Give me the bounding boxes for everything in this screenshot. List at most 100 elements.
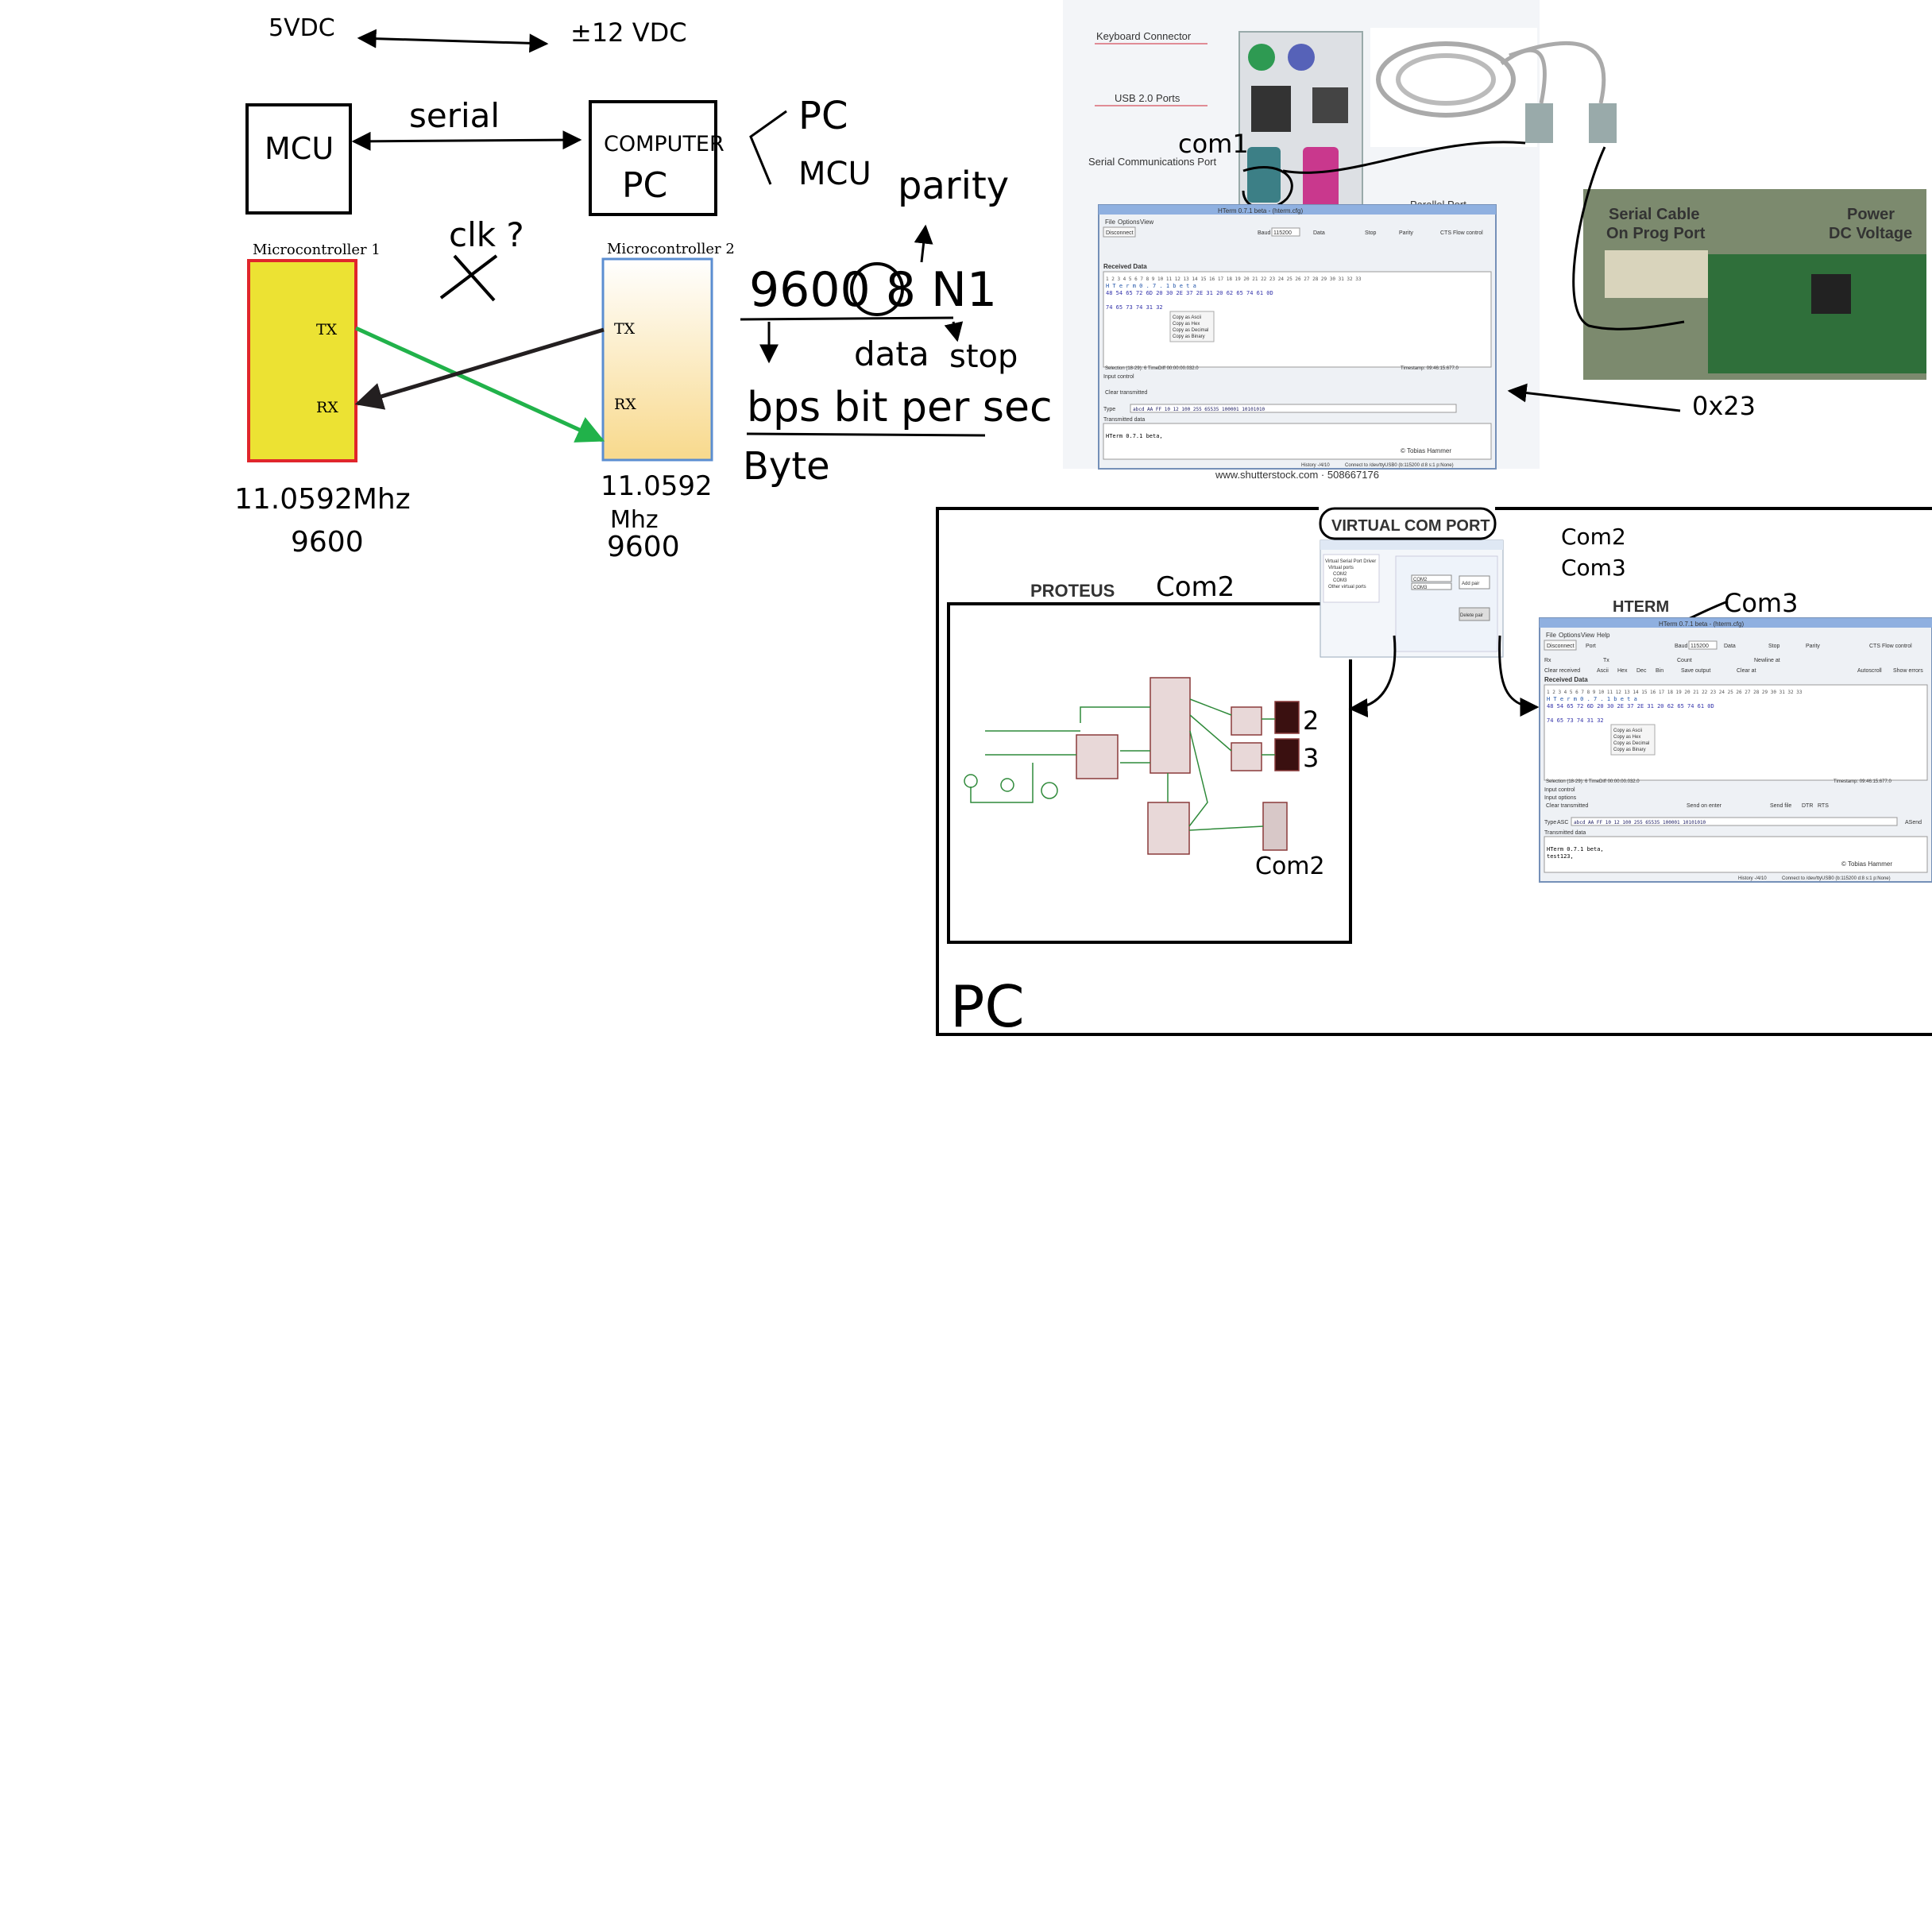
hterm2-transmitted-label: Transmitted data (1544, 830, 1586, 836)
hterm2-clear-received[interactable]: Clear received (1544, 668, 1580, 674)
vspd-tree-root[interactable]: Virtual Serial Port Driver (1325, 559, 1376, 564)
hterm1-transmitted-line1: HTerm 0.7.1 beta, (1106, 433, 1163, 439)
vspd-port2-select[interactable] (1411, 582, 1452, 590)
hterm2-menu-help[interactable]: Help (1597, 632, 1610, 639)
hterm2-baud-select[interactable] (1688, 640, 1718, 650)
cable-lead-b (1509, 41, 1606, 104)
hterm2-save-output[interactable]: Save output (1681, 668, 1710, 674)
cable-connector-a (1525, 103, 1553, 143)
bps-underline (746, 432, 986, 437)
hterm2-disconnect-button[interactable] (1544, 640, 1577, 651)
hterm2-rts[interactable]: RTS (1818, 803, 1829, 809)
vspd-delete-pair-button[interactable] (1459, 607, 1490, 621)
hterm2-transmitted-area[interactable] (1544, 836, 1928, 873)
vspd-tree[interactable] (1323, 554, 1380, 603)
hterm2-ctx-copy-dec[interactable]: Copy as Decimal (1613, 741, 1649, 746)
hterm1-disconnect-button[interactable] (1103, 226, 1136, 238)
hterm2-hex-check[interactable]: Hex (1617, 668, 1628, 674)
proteus-com2: Com2 (1156, 571, 1235, 603)
hterm2-autoscroll[interactable]: Autoscroll (1857, 668, 1882, 674)
hterm2-rx-label: Rx (1544, 658, 1551, 663)
hterm2-menu-view[interactable]: View (1581, 632, 1594, 639)
vspd-port1-select[interactable] (1411, 574, 1452, 582)
hterm1-ctx-copy-bin[interactable]: Copy as Binary (1173, 334, 1205, 339)
hterm1-menu-file[interactable]: File (1105, 218, 1115, 226)
hterm1-type-label: Type (1103, 407, 1115, 412)
hterm2-received-area[interactable] (1544, 684, 1928, 781)
hterm1-input-field[interactable] (1130, 404, 1457, 413)
vspd-port2-value: COM3 (1413, 586, 1428, 590)
pc-outer-border (936, 507, 1932, 1036)
hterm2-selection: Selection (18-29): 6 TimeDiff 00:00:00.0… (1546, 779, 1640, 784)
baud-underline (740, 316, 954, 321)
mc1-title: Microcontroller 1 (253, 242, 381, 258)
hterm2-window-title: HTerm 0.7.1 beta - (hterm.cfg) (1659, 621, 1744, 628)
hterm2-timestamp: Timestamp: 09:46:15.677.0 (1833, 779, 1891, 784)
hterm2-type-value[interactable]: ASC (1557, 820, 1568, 825)
hterm-window-1: HTerm 0.7.1 beta - (hterm.cfg) File Opti… (1098, 204, 1497, 470)
hterm2-show-errors[interactable]: Show errors (1893, 668, 1923, 674)
schematic-meter (1041, 782, 1058, 799)
hterm2-input-field[interactable] (1571, 817, 1898, 826)
vspd-tree-com3[interactable]: COM3 (1333, 578, 1347, 583)
data-label: data (854, 334, 929, 373)
schematic-source-2 (1000, 778, 1014, 792)
hterm1-transmitted-area[interactable] (1103, 423, 1492, 460)
hterm2-asend-button[interactable]: ASend (1905, 820, 1922, 825)
hterm2-menu-file[interactable]: File (1546, 632, 1556, 639)
hterm1-clear-transmitted[interactable]: Clear transmitted (1105, 390, 1147, 396)
hterm2-send-on-enter[interactable]: Send on enter (1687, 803, 1722, 809)
vspd-add-pair-button[interactable] (1459, 575, 1490, 590)
hterm2-ctx-copy-bin[interactable]: Copy as Binary (1613, 748, 1646, 752)
hterm1-ctx-copy-dec[interactable]: Copy as Decimal (1173, 328, 1208, 333)
seven-seg-digit-2: 2 (1303, 706, 1319, 736)
hex-arrow (1507, 383, 1681, 412)
hterm2-send-file[interactable]: Send file (1770, 803, 1791, 809)
vspd-tree-other[interactable]: Other virtual ports (1328, 585, 1366, 590)
hterm2-clear-at[interactable]: Clear at (1737, 668, 1756, 674)
hterm1-ctx-copy-ascii[interactable]: Copy as Ascii (1173, 315, 1201, 320)
hterm1-received-area[interactable] (1103, 271, 1492, 368)
vspd-add-pair-label: Add pair (1462, 582, 1479, 586)
vspd-tree-virtual[interactable]: Virtual ports (1328, 566, 1354, 570)
hterm2-bin-check[interactable]: Bin (1656, 668, 1663, 674)
schematic-chip-2 (1076, 734, 1119, 779)
keyboard-connector-label: Keyboard Connector (1096, 30, 1192, 42)
vspd-panel (1395, 555, 1498, 652)
tx-to-rx-green-line (354, 326, 605, 443)
hterm2-ruler: 1 2 3 4 5 6 7 8 9 10 11 12 13 14 15 16 1… (1547, 690, 1803, 695)
virtual-com2-note: Com2 (1561, 524, 1626, 550)
serial-arrow (351, 130, 582, 151)
cable-coil-inner (1396, 53, 1496, 106)
hterm1-ctx-copy-hex[interactable]: Copy as Hex (1173, 322, 1200, 327)
voltage-12vdc: ±12 VDC (570, 17, 687, 48)
hterm1-hex-row: 48 54 65 72 6D 20 30 2E 37 2E 31 20 62 6… (1106, 290, 1273, 296)
vspd-tree-com2[interactable]: COM2 (1333, 572, 1347, 577)
hterm1-parity-label: Parity (1399, 230, 1413, 236)
voltage-notes: 5VDC ±12 VDC (269, 14, 687, 53)
schematic-max232 (1147, 802, 1190, 855)
hterm2-menu-options[interactable]: Options (1559, 632, 1581, 639)
microcontroller-diagram: Microcontroller 1 TX RX Microcontroller … (234, 241, 735, 563)
hterm2-ascii-row: H T e r m 0 . 7 . 1 b e t a (1547, 696, 1637, 702)
hterm2-context-menu[interactable] (1610, 724, 1656, 756)
hterm2-dtr[interactable]: DTR (1802, 803, 1813, 809)
hterm1-ruler: 1 2 3 4 5 6 7 8 9 10 11 12 13 14 15 16 1… (1106, 276, 1362, 282)
hterm1-baud-select[interactable] (1271, 227, 1300, 237)
hterm1-menu-view[interactable]: View (1140, 218, 1153, 226)
hterm2-clear-transmitted[interactable]: Clear transmitted (1546, 803, 1588, 809)
hterm2-dec-check[interactable]: Dec (1636, 668, 1647, 674)
hterm1-context-menu[interactable] (1169, 311, 1215, 342)
hterm1-transmitted-label: Transmitted data (1103, 417, 1145, 423)
hterm2-ascii-check[interactable]: Ascii (1597, 668, 1609, 674)
hterm1-history: History -/4/10 (1301, 463, 1330, 468)
stop-label: stop (949, 338, 1018, 375)
prog-cable-plug (1605, 250, 1708, 298)
proteus-box (947, 602, 1352, 944)
hterm2-ctx-copy-ascii[interactable]: Copy as Ascii (1613, 729, 1642, 733)
hterm2-ctx-copy-hex[interactable]: Copy as Hex (1613, 735, 1640, 740)
usb-ports-label: USB 2.0 Ports (1115, 92, 1180, 104)
hterm1-menu-options[interactable]: Options (1118, 218, 1140, 226)
seven-seg-display-1 (1274, 701, 1300, 734)
